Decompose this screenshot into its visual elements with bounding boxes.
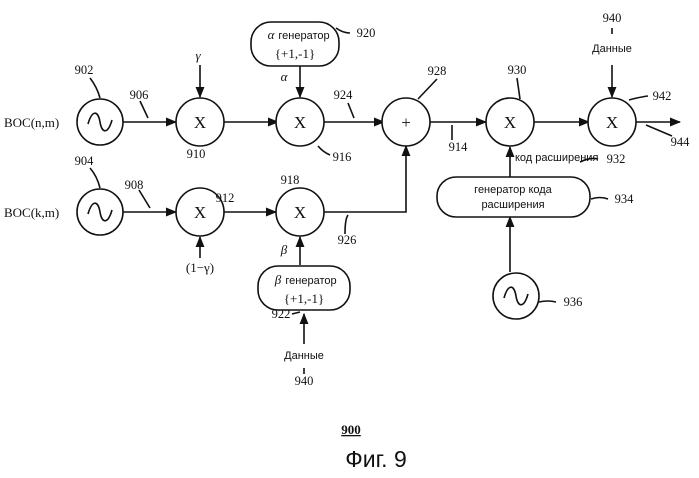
figure-caption: Фиг. 9: [345, 446, 407, 472]
spreading-code-label: код расширения: [515, 152, 598, 164]
ref-918: 918: [281, 173, 300, 187]
oscillator-936: [493, 273, 539, 319]
ref-932: 932: [607, 152, 626, 166]
ref-930: 930: [508, 63, 527, 77]
ref-942: 942: [653, 89, 672, 103]
beta-generator-values: {+1,-1}: [284, 291, 324, 306]
ref-940-bottom: 940: [295, 374, 314, 388]
ref-934: 934: [615, 192, 635, 206]
ref-920: 920: [357, 26, 376, 40]
ref-910: 910: [187, 147, 206, 161]
reference-numbers: 902 904 906 908 910 912 914 916 918 920 …: [75, 11, 691, 388]
ref-908: 908: [125, 178, 144, 192]
leader-906: [140, 101, 148, 118]
leader-924: [348, 103, 354, 118]
leader-936: [539, 301, 556, 302]
leader-916: [318, 146, 330, 155]
leader-926: [345, 215, 348, 234]
beta-generator-label: генератор: [285, 275, 336, 287]
leader-928: [418, 79, 437, 99]
leader-922: [292, 312, 300, 314]
leader-944: [646, 125, 672, 136]
ref-912: 912: [216, 191, 235, 205]
ref-916: 916: [333, 150, 352, 164]
alpha-generator-920: α генератор {+1,-1}: [251, 22, 339, 66]
ref-902: 902: [75, 63, 94, 77]
spreading-code-generator-934: генератор кода расширения: [437, 177, 590, 217]
ref-944: 944: [671, 135, 691, 149]
alpha-generator-values: {+1,-1}: [275, 46, 315, 61]
leader-942: [629, 96, 648, 100]
input-boc-nm: BOC(n,m): [4, 115, 59, 130]
code-generator-line2: расширения: [481, 199, 544, 211]
leader-908: [139, 190, 150, 208]
leader-930: [517, 78, 520, 99]
beta-generator-greek: β: [274, 272, 282, 287]
alpha-generator-label: генератор: [278, 30, 329, 42]
alpha-generator-greek: α: [268, 27, 276, 42]
figure-number: 900: [341, 422, 361, 437]
input-boc-km: BOC(k,m): [4, 205, 59, 220]
multiplier-930: X: [486, 98, 534, 146]
oscillator-902: [77, 99, 123, 145]
beta-generator-922: β генератор {+1,-1}: [258, 266, 350, 310]
data-label-bottom: Данные: [284, 350, 324, 362]
ref-940-top: 940: [603, 11, 622, 25]
ref-906: 906: [130, 88, 149, 102]
leader-920: [336, 28, 350, 33]
multiply-symbol: X: [294, 203, 306, 222]
summer-928: +: [382, 98, 430, 146]
leader-902: [90, 78, 100, 98]
oscillator-904: [77, 189, 123, 235]
data-label-top: Данные: [592, 43, 632, 55]
ref-928: 928: [428, 64, 447, 78]
multiplier-918: X: [276, 188, 324, 236]
multiply-symbol: X: [194, 113, 206, 132]
multiply-symbol: X: [504, 113, 516, 132]
multiplier-916: X: [276, 98, 324, 146]
ref-914: 914: [449, 140, 469, 154]
one-minus-gamma-symbol: (1−γ): [186, 260, 214, 275]
ref-922: 922: [272, 307, 291, 321]
multiply-symbol: X: [294, 113, 306, 132]
sum-symbol: +: [401, 113, 411, 132]
multiplier-910: X: [176, 98, 224, 146]
gamma-symbol: γ: [195, 48, 201, 63]
alpha-symbol: α: [281, 69, 289, 84]
leader-904: [90, 168, 100, 188]
ref-924: 924: [334, 88, 354, 102]
leader-934: [591, 198, 608, 200]
multiply-symbol: X: [606, 113, 618, 132]
code-generator-line1: генератор кода: [474, 184, 553, 196]
ref-936: 936: [564, 295, 583, 309]
ref-926: 926: [338, 233, 357, 247]
multiplier-942: X: [588, 98, 636, 146]
ref-904: 904: [75, 154, 95, 168]
multiply-symbol: X: [194, 203, 206, 222]
beta-symbol: β: [280, 242, 288, 257]
